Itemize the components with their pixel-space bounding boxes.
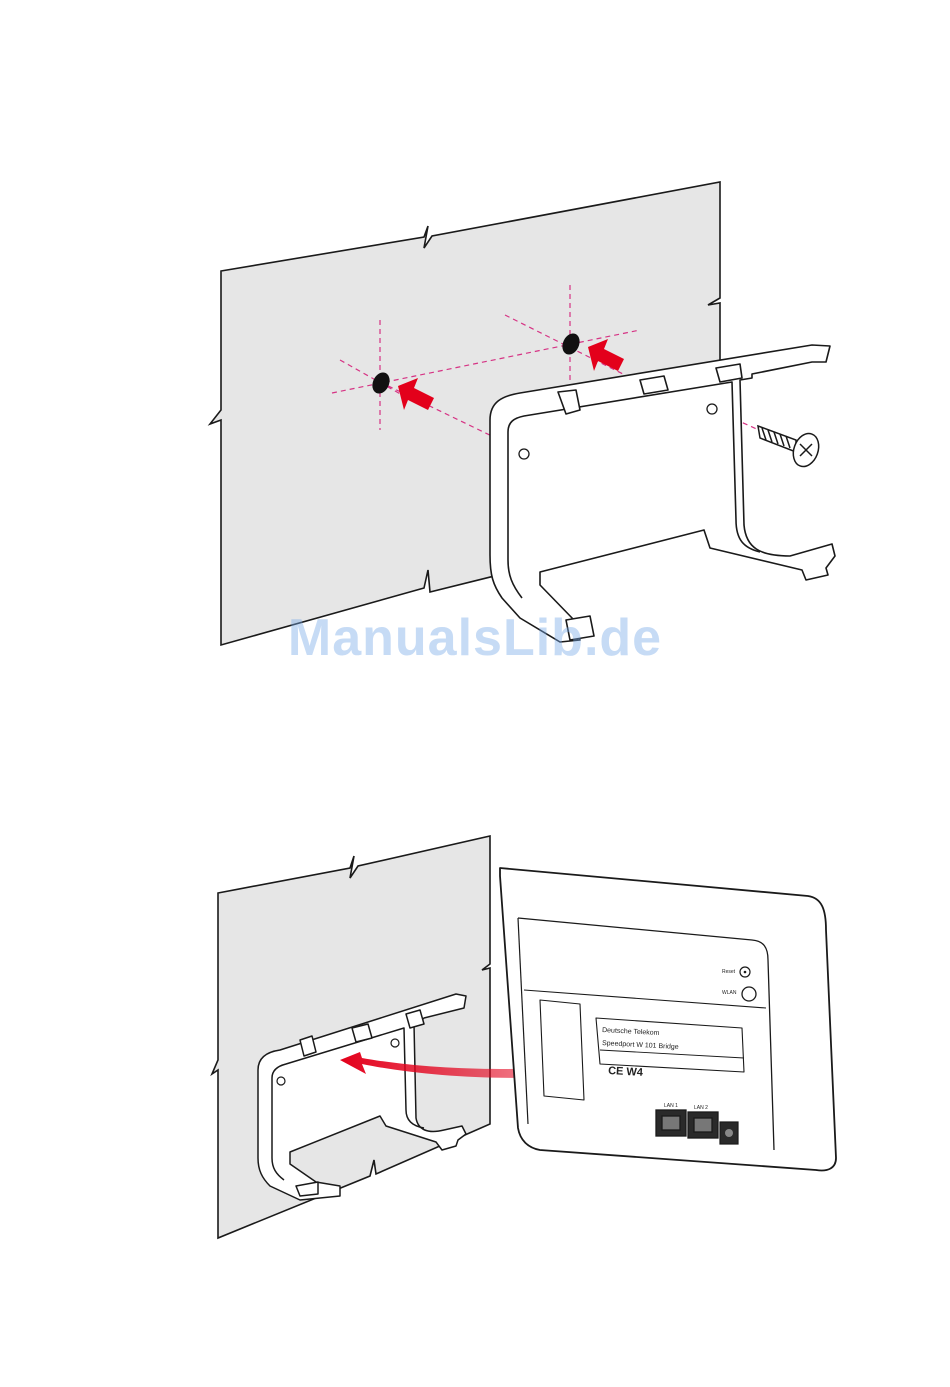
wall-bracket xyxy=(490,345,835,642)
reset-label: Reset xyxy=(722,969,736,975)
bracket-hole xyxy=(519,449,529,459)
screw-icon xyxy=(758,426,823,470)
wlan-button xyxy=(742,987,756,1001)
bracket-hole xyxy=(277,1077,285,1085)
bracket-hole xyxy=(391,1039,399,1047)
device-marks-label: CE W4 xyxy=(608,1065,644,1079)
step-1-drill-and-screw xyxy=(210,182,835,645)
wlan-label: WLAN xyxy=(722,990,737,996)
reset-pin xyxy=(744,971,747,974)
watermark: ManualsLib.de xyxy=(0,608,950,668)
power-port-icon xyxy=(720,1122,738,1144)
lan2-label: LAN 2 xyxy=(694,1105,708,1111)
lan1-label: LAN 1 xyxy=(664,1103,678,1109)
bracket-hole xyxy=(707,404,717,414)
step-2-hang-device: Deutsche Telekom Speedport W 101 Bridge … xyxy=(212,836,836,1238)
